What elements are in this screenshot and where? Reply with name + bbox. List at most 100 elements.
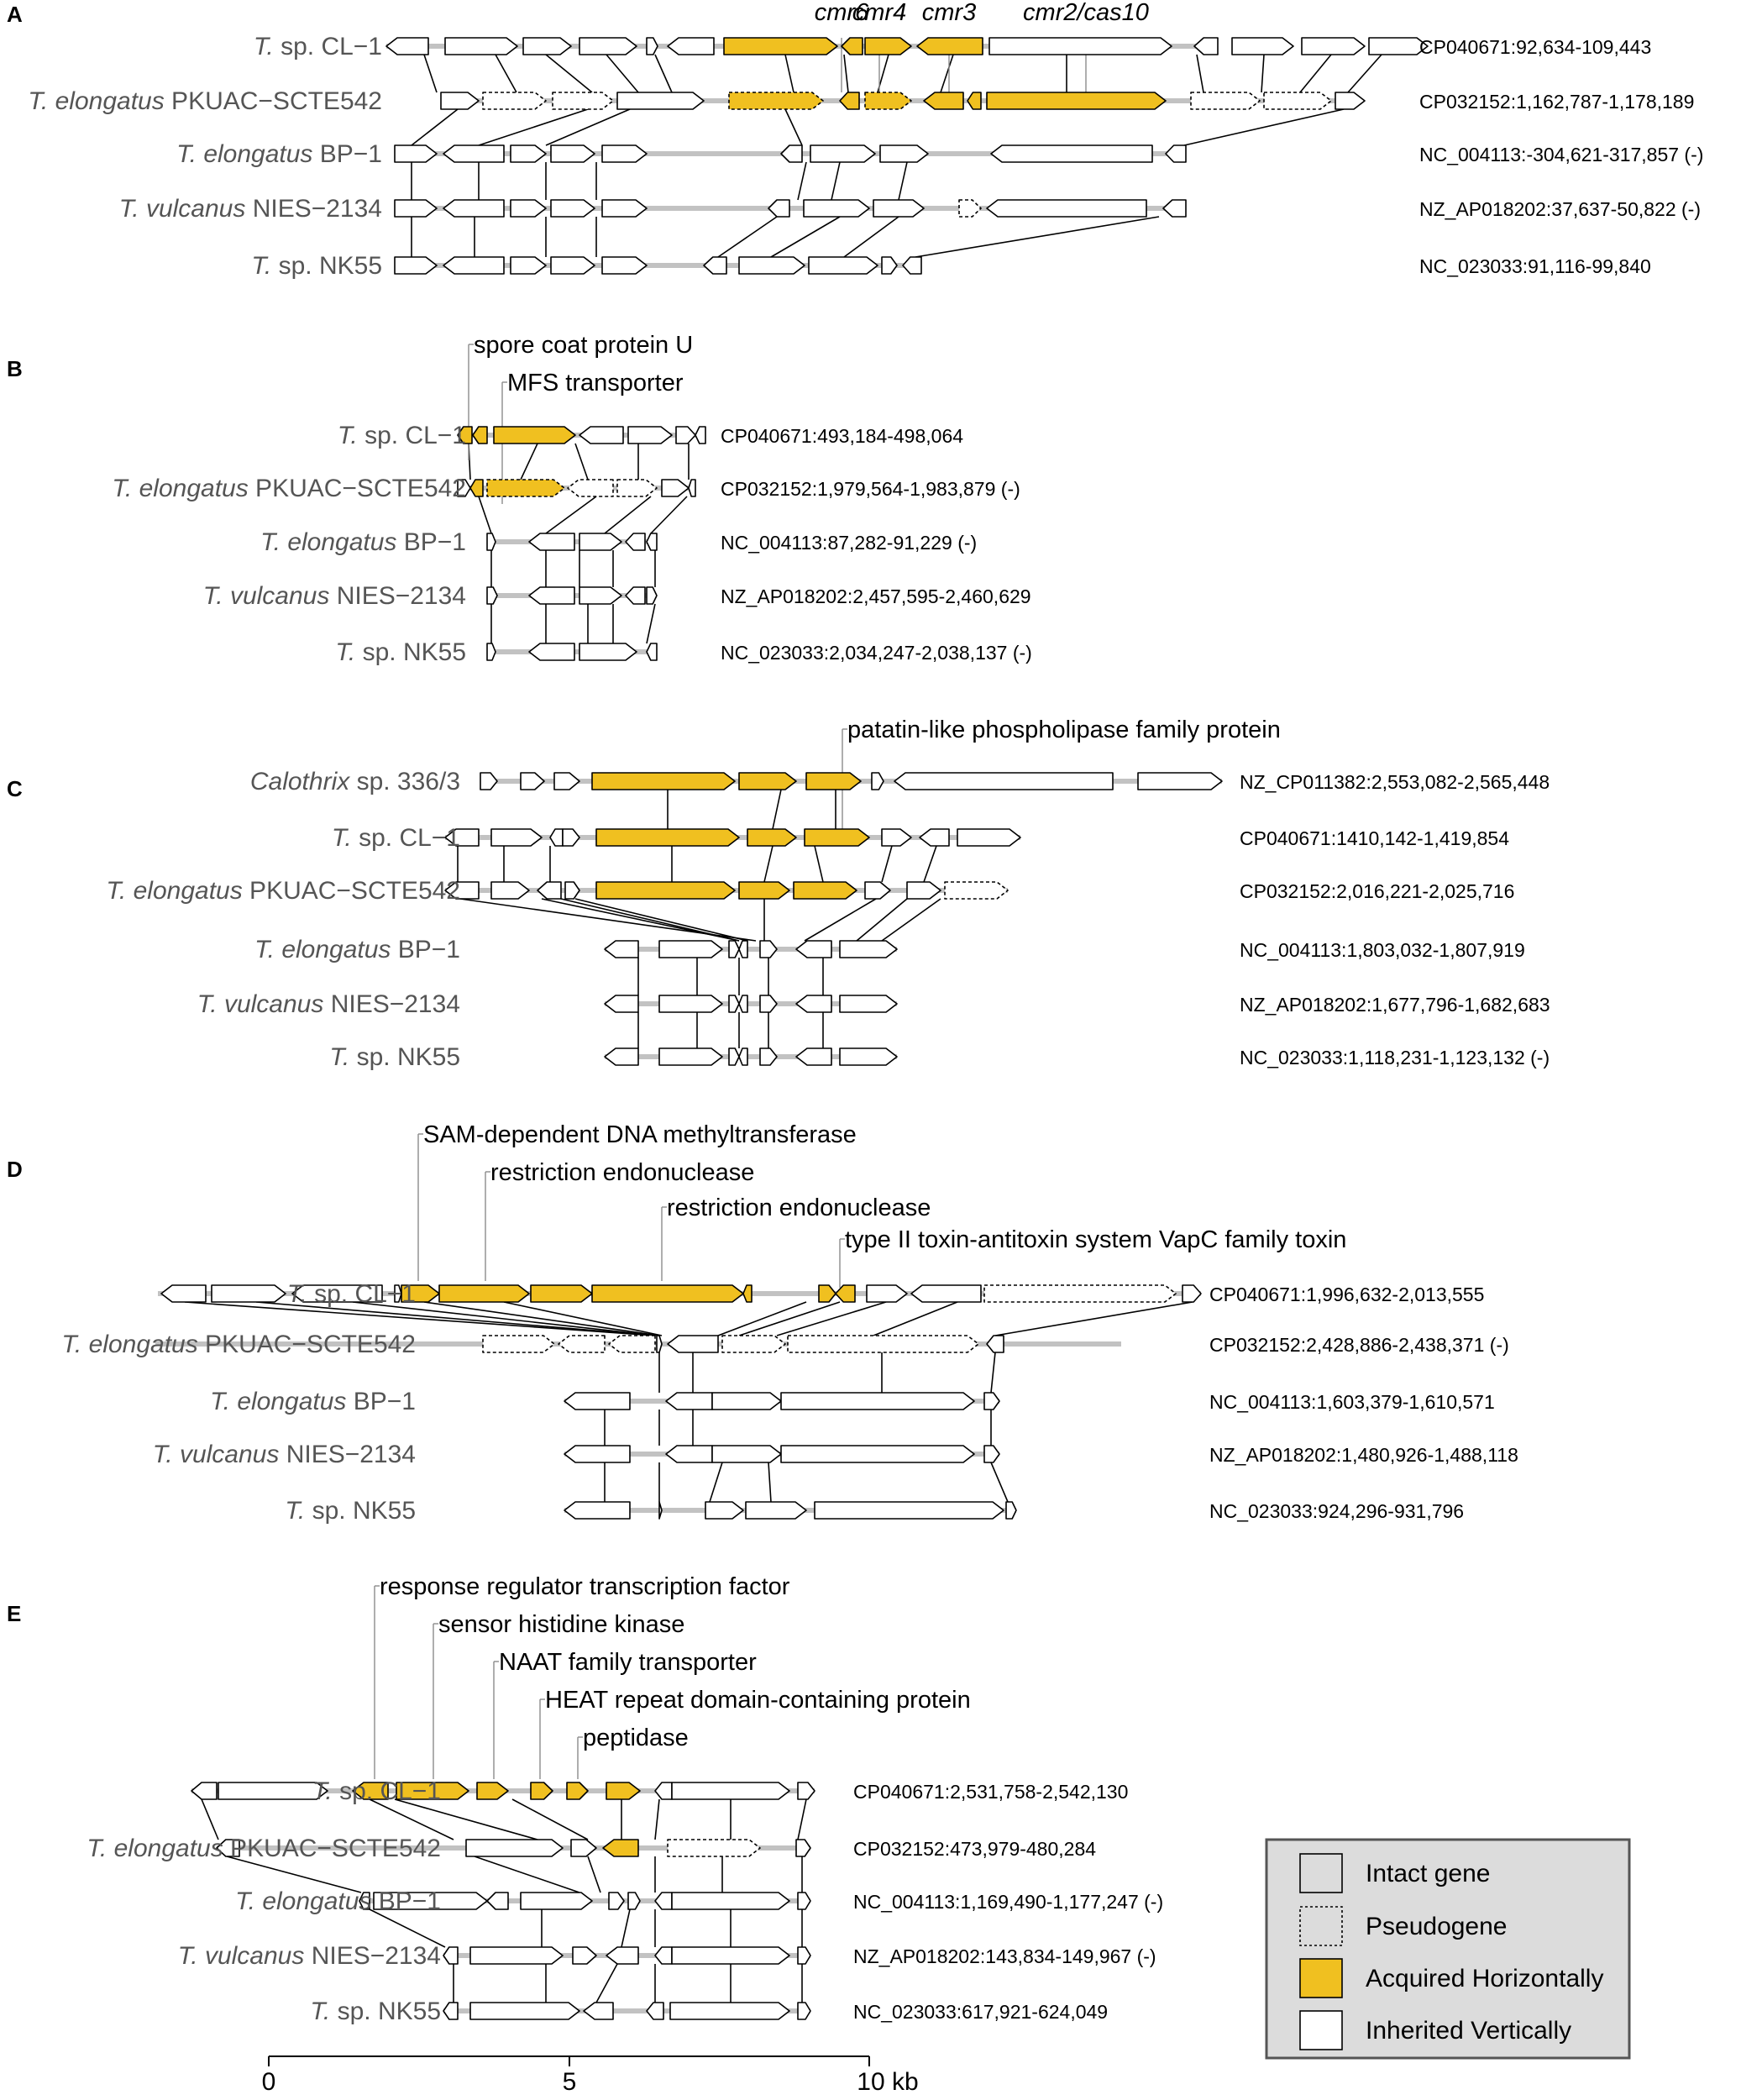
gene-inherited — [486, 533, 496, 551]
genome-coordinate: CP040671:493,184-498,064 — [721, 425, 963, 447]
gene-acquired — [738, 881, 790, 900]
organism-strain: sp. CL−1 — [274, 33, 382, 60]
genome-coordinate: CP040671:92,634-109,443 — [1419, 36, 1651, 58]
organism-strain: NIES−2134 — [279, 1441, 416, 1468]
gene-inherited — [780, 1392, 975, 1410]
gene-inherited — [902, 256, 922, 275]
gene-acquired — [864, 37, 912, 55]
ortholog-link — [474, 1856, 580, 1893]
organism-strain: sp. CL−1 — [333, 1777, 441, 1805]
gene-inherited — [218, 1782, 328, 1800]
ortholog-link — [814, 845, 824, 883]
ortholog-link — [1347, 54, 1382, 93]
genome-coordinate: NZ_AP018202:1,677,796-1,682,683 — [1240, 994, 1550, 1016]
gene-inherited — [480, 772, 498, 790]
gene-inherited — [957, 828, 1021, 847]
genome-coordinate: CP032152:1,979,564-1,983,879 (-) — [721, 478, 1020, 500]
panel-letter: A — [7, 2, 23, 27]
organism-genus: T. — [312, 1777, 333, 1805]
gene-annotation: NAAT family transporter — [499, 1649, 757, 1676]
ortholog-link — [738, 1301, 841, 1336]
gene-inherited — [665, 1392, 713, 1410]
organism-label: T. vulcanus NIES−2134 — [153, 1441, 416, 1468]
legend-swatch — [1299, 1906, 1343, 1946]
gene-acquired — [606, 1782, 641, 1800]
gene-inherited — [1193, 37, 1219, 55]
gene-inherited — [601, 199, 648, 218]
scale-bar-label: 5 — [563, 2068, 577, 2096]
gene-inherited — [440, 92, 480, 110]
organism-genus: T. — [332, 824, 352, 852]
gene-inherited — [780, 1445, 975, 1463]
ortholog-link — [994, 1301, 1193, 1336]
gene-inherited — [671, 1946, 790, 1965]
panel-letter: E — [7, 1601, 21, 1626]
gene-inherited — [839, 1047, 898, 1066]
gene-inherited — [601, 144, 648, 163]
gene-inherited — [490, 828, 543, 847]
gene-inherited — [695, 426, 706, 444]
gene-inherited — [627, 426, 673, 444]
ortholog-link — [1299, 54, 1332, 93]
gene-acquired — [595, 828, 740, 847]
gene-inherited — [654, 1892, 673, 1910]
ortholog-link — [520, 443, 538, 480]
gene-inherited — [839, 940, 898, 958]
gene-inherited — [795, 995, 832, 1013]
gene-inherited — [549, 828, 564, 847]
ortholog-link — [1261, 54, 1265, 93]
gene-inherited — [528, 586, 575, 605]
ortholog-link — [784, 108, 803, 146]
organism-strain: PKUAC−SCTE542 — [198, 1331, 416, 1358]
gene-inherited — [814, 1501, 1004, 1520]
gene-acquired — [472, 426, 488, 444]
gene-inherited — [583, 2002, 614, 2020]
gene-inherited — [667, 37, 715, 55]
legend-label: Pseudogene — [1366, 1913, 1508, 1940]
organism-genus: T. — [338, 422, 358, 449]
gene-inherited — [385, 37, 429, 55]
gene-inherited — [564, 1501, 631, 1520]
gene-acquired — [457, 426, 473, 444]
organism-genus: T. elongatus — [210, 1388, 346, 1415]
genome-coordinate: NZ_AP018202:1,480,926-1,488,118 — [1209, 1444, 1518, 1466]
ortholog-link — [646, 603, 656, 644]
gene-inherited — [658, 995, 723, 1013]
gene-inherited — [510, 144, 547, 163]
genome-coordinate: NZ_CP011382:2,553,082-2,565,448 — [1240, 771, 1550, 793]
ortholog-link — [423, 1301, 660, 1336]
organism-label: T. vulcanus NIES−2134 — [178, 1942, 441, 1970]
gene-annotation: cmr2/cas10 — [1023, 0, 1149, 26]
gene-inherited — [658, 940, 723, 958]
gene-inherited — [728, 995, 740, 1013]
gene-inherited — [394, 256, 438, 275]
genome-coordinate: NZ_AP018202:143,834-149,967 (-) — [853, 1945, 1156, 1967]
gene-inherited — [443, 144, 505, 163]
ortholog-link — [545, 108, 631, 146]
genome-coordinate: NC_023033:1,118,231-1,123,132 (-) — [1240, 1047, 1550, 1068]
gene-inherited — [550, 144, 595, 163]
panel-letter: B — [7, 356, 23, 381]
organism-label: T. elongatus PKUAC−SCTE542 — [87, 1835, 441, 1862]
gene-inherited — [667, 1335, 719, 1353]
gene-inherited — [797, 1946, 811, 1965]
ortholog-link — [411, 108, 459, 146]
gene-inherited — [797, 2002, 811, 2020]
gene-inherited — [444, 881, 480, 900]
organism-genus: T. — [287, 1280, 307, 1308]
ortholog-link — [423, 54, 438, 93]
organism-label: T. elongatus PKUAC−SCTE542 — [106, 877, 460, 905]
genome-coordinate: NC_004113:-304,621-317,857 (-) — [1419, 144, 1703, 165]
ortholog-link — [478, 496, 492, 534]
gene-acquired — [805, 772, 862, 790]
gene-inherited — [646, 643, 658, 661]
ortholog-link — [923, 845, 937, 883]
gene-inherited — [688, 479, 696, 497]
gene-inherited — [873, 199, 925, 218]
gene-inherited — [879, 144, 929, 163]
organism-genus: T. vulcanus — [203, 582, 330, 610]
ortholog-link — [478, 108, 589, 146]
ortholog-link — [184, 1301, 656, 1336]
organism-label: T. sp. CL−1 — [332, 824, 460, 852]
